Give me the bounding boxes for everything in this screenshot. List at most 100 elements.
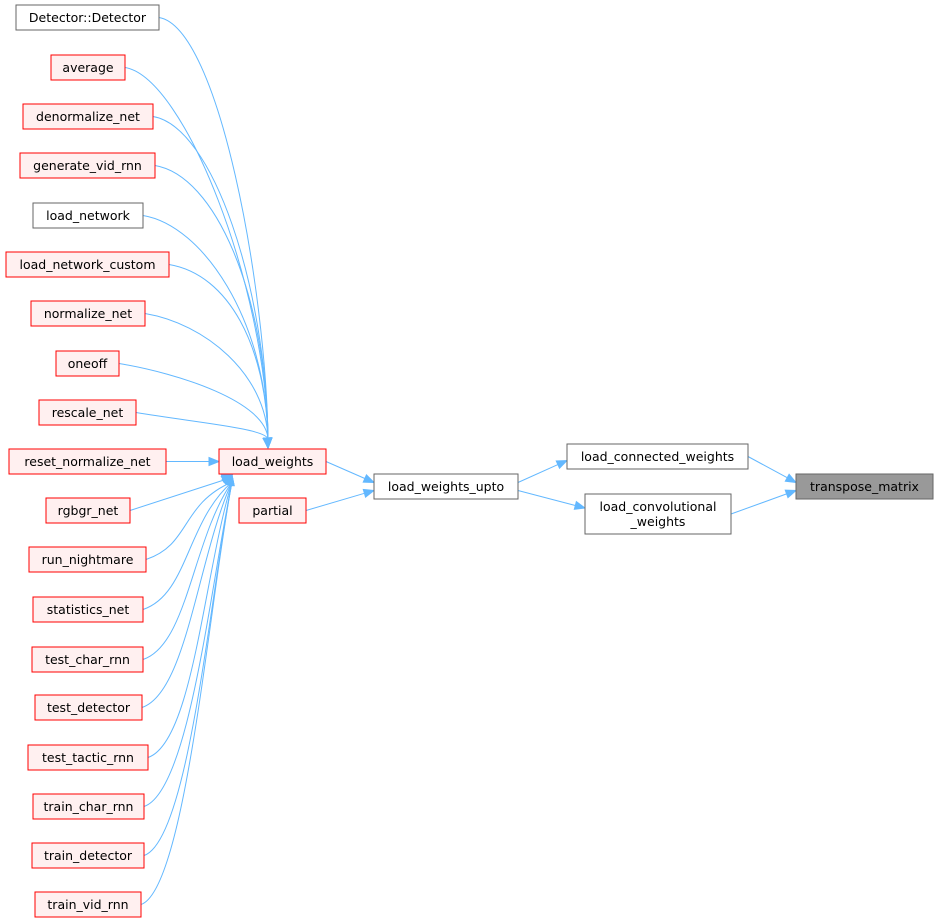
node-label: run_nightmare bbox=[42, 552, 134, 567]
edge-load_weights_upto-to-load_connected_weights-arrowhead bbox=[555, 459, 569, 470]
node-box bbox=[30, 300, 146, 327]
node-label: partial bbox=[252, 503, 292, 518]
node-train-vid-rnn[interactable]: train_vid_rnn bbox=[34, 891, 142, 918]
node-box bbox=[8, 448, 167, 475]
edge-load_convolutional_weights-to-transpose_matrix-arrowhead bbox=[784, 489, 798, 499]
node-load-connected-weights[interactable]: load_connected_weights bbox=[566, 443, 749, 470]
node-label: average bbox=[62, 60, 113, 75]
node-run-nightmare[interactable]: run_nightmare bbox=[28, 546, 147, 573]
node-label: rgbgr_net bbox=[58, 503, 119, 518]
edge-test_char_rnn-to-load_weights bbox=[142, 481, 233, 660]
node-rgbgr-net[interactable]: rgbgr_net bbox=[45, 497, 131, 524]
node-box bbox=[566, 443, 749, 470]
node-box bbox=[373, 473, 519, 500]
edge-train_vid_rnn-to-load_weights-arrowhead bbox=[225, 473, 235, 487]
node-label: load_weights bbox=[232, 454, 314, 469]
edge-rescale_net-to-load_weights-arrowhead bbox=[262, 437, 272, 450]
node-box bbox=[50, 54, 126, 81]
node-label: _weights bbox=[630, 514, 686, 529]
node-box bbox=[27, 744, 149, 771]
node-label: train_vid_rnn bbox=[47, 897, 128, 912]
node-box bbox=[19, 152, 156, 179]
edge-rgbgr_net-to-load_weights bbox=[129, 479, 225, 511]
node-load-weights-upto[interactable]: load_weights_upto bbox=[373, 473, 519, 500]
edge-load_connected_weights-to-transpose_matrix bbox=[747, 456, 788, 479]
node-box bbox=[34, 891, 142, 918]
edge-train_char_rnn-to-load_weights bbox=[143, 481, 233, 807]
node-train-char-rnn[interactable]: train_char_rnn bbox=[32, 793, 145, 820]
node-detector-detector[interactable]: Detector::Detector bbox=[15, 4, 160, 31]
node-label: transpose_matrix bbox=[810, 479, 919, 494]
edge-load_weights_upto-to-load_convolutional_weights-arrowhead bbox=[573, 500, 587, 510]
edge-test_detector-to-load_weights bbox=[141, 481, 233, 708]
node-statistics-net[interactable]: statistics_net bbox=[32, 596, 144, 623]
node-label: Detector::Detector bbox=[29, 10, 147, 25]
node-box bbox=[45, 497, 131, 524]
node-box bbox=[32, 793, 145, 820]
edge-normalize_net-to-load_weights bbox=[144, 313, 269, 440]
edge-statistics_net-to-load_weights bbox=[142, 481, 233, 610]
edge-denormalize_net-to-load_weights bbox=[152, 116, 269, 440]
nodes-layer: Detector::Detectoraveragedenormalize_net… bbox=[5, 4, 934, 918]
node-load-network-custom[interactable]: load_network_custom bbox=[5, 251, 170, 278]
edge-load_weights-to-load_weights_upto bbox=[325, 461, 366, 479]
node-label: rescale_net bbox=[52, 405, 124, 420]
edge-partial-to-load_weights_upto bbox=[305, 492, 365, 511]
edge-load_weights_upto-to-load_convolutional_weights bbox=[517, 490, 576, 506]
node-label: test_tactic_rnn bbox=[42, 750, 134, 765]
node-denormalize-net[interactable]: denormalize_net bbox=[22, 103, 154, 130]
edge-test_tactic_rnn-to-load_weights bbox=[147, 481, 233, 758]
node-box bbox=[795, 473, 934, 500]
node-box bbox=[218, 448, 327, 475]
node-box bbox=[5, 251, 170, 278]
node-train-detector[interactable]: train_detector bbox=[31, 842, 145, 869]
node-label: test_detector bbox=[47, 700, 131, 715]
node-box bbox=[15, 4, 160, 31]
node-test-detector[interactable]: test_detector bbox=[34, 694, 143, 721]
edge-load_convolutional_weights-to-transpose_matrix bbox=[730, 493, 787, 515]
node-label: normalize_net bbox=[44, 306, 132, 321]
node-generate-vid-rnn[interactable]: generate_vid_rnn bbox=[19, 152, 156, 179]
node-normalize-net[interactable]: normalize_net bbox=[30, 300, 146, 327]
node-partial[interactable]: partial bbox=[238, 497, 307, 524]
edge-rescale_net-to-load_weights bbox=[135, 412, 269, 440]
node-label: load_connected_weights bbox=[581, 449, 734, 464]
node-label: oneoff bbox=[68, 356, 108, 371]
edges-layer bbox=[118, 17, 798, 905]
node-box bbox=[28, 546, 147, 573]
node-label: denormalize_net bbox=[36, 109, 140, 124]
node-box bbox=[38, 399, 137, 426]
edge-generate_vid_rnn-to-load_weights bbox=[154, 165, 269, 440]
node-reset-normalize-net[interactable]: reset_normalize_net bbox=[8, 448, 167, 475]
node-label: statistics_net bbox=[47, 602, 130, 617]
node-transpose-matrix[interactable]: transpose_matrix bbox=[795, 473, 934, 500]
edge-oneoff-to-load_weights bbox=[118, 363, 269, 440]
edge-detector_detector-to-load_weights bbox=[158, 17, 269, 440]
node-box bbox=[55, 350, 120, 377]
node-box bbox=[31, 842, 145, 869]
node-box bbox=[238, 497, 307, 524]
node-label: load_network_custom bbox=[19, 257, 155, 272]
node-box bbox=[31, 646, 144, 673]
edge-load_weights-to-load_weights_upto-arrowhead bbox=[362, 473, 376, 484]
node-box bbox=[32, 202, 144, 229]
edge-load_network_custom-to-load_weights bbox=[168, 264, 269, 440]
node-test-char-rnn[interactable]: test_char_rnn bbox=[31, 646, 144, 673]
edge-partial-to-load_weights_upto-arrowhead bbox=[362, 488, 376, 499]
node-label: train_char_rnn bbox=[44, 799, 134, 814]
node-average[interactable]: average bbox=[50, 54, 126, 81]
edge-run_nightmare-to-load_weights bbox=[145, 481, 233, 560]
edge-train_vid_rnn-to-load_weights bbox=[140, 481, 233, 905]
edge-average-to-load_weights bbox=[124, 67, 269, 440]
node-box bbox=[34, 694, 143, 721]
node-test-tactic-rnn[interactable]: test_tactic_rnn bbox=[27, 744, 149, 771]
edge-reset_normalize_net-to-load_weights-arrowhead bbox=[208, 456, 221, 467]
node-load-weights[interactable]: load_weights bbox=[218, 448, 327, 475]
node-label: load_weights_upto bbox=[388, 479, 504, 494]
node-rescale-net[interactable]: rescale_net bbox=[38, 399, 137, 426]
node-box bbox=[584, 493, 732, 535]
node-oneoff[interactable]: oneoff bbox=[55, 350, 120, 377]
node-load-network[interactable]: load_network bbox=[32, 202, 144, 229]
node-load-convolutional-weights[interactable]: load_convolutional_weights bbox=[584, 493, 732, 535]
